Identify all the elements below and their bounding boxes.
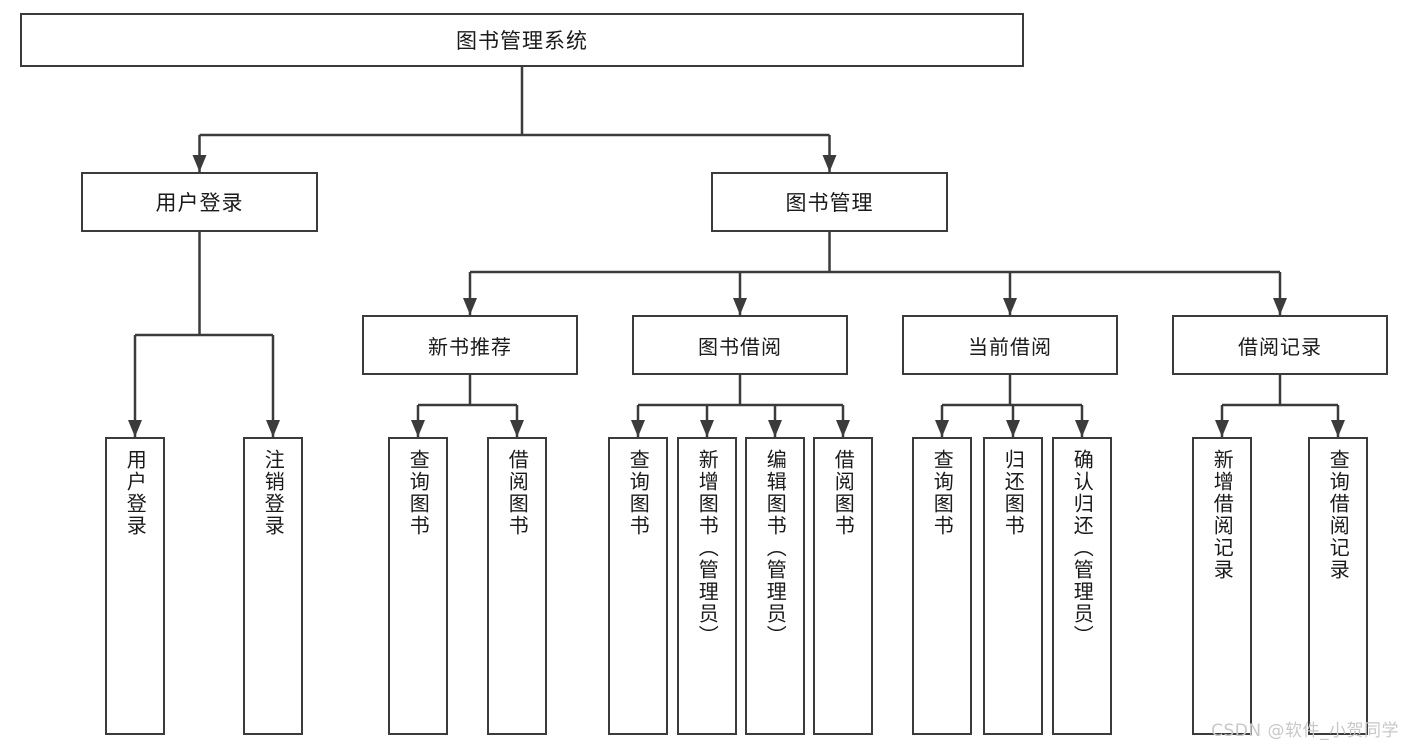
arrowhead-icon [1075, 420, 1089, 437]
arrowhead-icon [266, 420, 280, 437]
arrowhead-icon [1215, 420, 1229, 437]
arrowhead-icon [768, 420, 782, 437]
node-leaf-query3[interactable]: 查询图书 [912, 437, 972, 735]
node-leaf-logout[interactable]: 注销登录 [243, 437, 303, 735]
node-label: 图书管理系统 [456, 29, 588, 53]
node-label: 新书推荐 [428, 334, 512, 359]
arrowhead-icon [192, 155, 207, 172]
node-label: 当前借阅 [968, 334, 1052, 359]
node-leaf-query1[interactable]: 查询图书 [388, 437, 448, 735]
watermark-label: CSDN @软件_小贺同学 [1211, 721, 1399, 741]
arrowhead-icon [822, 155, 837, 172]
arrowhead-icon [733, 298, 747, 315]
node-label: 确认归还（管理员） [1070, 449, 1095, 647]
node-l2-login[interactable]: 用户登录 [81, 172, 318, 232]
arrowhead-icon [1331, 420, 1345, 437]
node-label: 新增借阅记录 [1210, 449, 1235, 581]
arrowhead-icon [1003, 298, 1017, 315]
node-label: 借阅图书 [505, 449, 530, 537]
arrowhead-icon [836, 420, 850, 437]
node-label: 查询图书 [406, 449, 431, 537]
node-l3-current[interactable]: 当前借阅 [902, 315, 1118, 375]
node-label: 用户登录 [123, 449, 148, 537]
node-label: 图书管理 [785, 191, 874, 215]
node-label: 查询借阅记录 [1326, 449, 1351, 581]
arrowhead-icon [411, 420, 425, 437]
node-l3-record[interactable]: 借阅记录 [1172, 315, 1388, 375]
arrowhead-icon [935, 420, 949, 437]
arrowhead-icon [700, 420, 714, 437]
node-label: 查询图书 [930, 449, 955, 537]
arrowhead-icon [1006, 420, 1020, 437]
node-leaf-queryrec[interactable]: 查询借阅记录 [1308, 437, 1368, 735]
node-leaf-borrow1[interactable]: 借阅图书 [487, 437, 547, 735]
node-l2-manage[interactable]: 图书管理 [711, 172, 948, 232]
node-leaf-borrow2[interactable]: 借阅图书 [813, 437, 873, 735]
node-label: 归还图书 [1001, 449, 1026, 537]
node-label: 用户登录 [155, 191, 244, 215]
node-leaf-addbook[interactable]: 新增图书（管理员） [677, 437, 737, 735]
node-label: 图书借阅 [698, 334, 782, 359]
node-label: 借阅图书 [831, 449, 856, 537]
arrowhead-icon [510, 420, 524, 437]
node-label: 查询图书 [626, 449, 651, 537]
node-root[interactable]: 图书管理系统 [20, 13, 1024, 67]
arrowhead-icon [463, 298, 477, 315]
arrowhead-icon [631, 420, 645, 437]
node-l3-newbook[interactable]: 新书推荐 [362, 315, 578, 375]
node-label: 注销登录 [261, 449, 286, 537]
node-l3-borrow[interactable]: 图书借阅 [632, 315, 848, 375]
node-leaf-editbook[interactable]: 编辑图书（管理员） [745, 437, 805, 735]
arrowhead-icon [128, 420, 142, 437]
node-leaf-return[interactable]: 归还图书 [983, 437, 1043, 735]
arrowhead-icon [1273, 298, 1287, 315]
node-leaf-query2[interactable]: 查询图书 [608, 437, 668, 735]
node-label: 借阅记录 [1238, 334, 1322, 359]
node-leaf-confirm[interactable]: 确认归还（管理员） [1052, 437, 1112, 735]
node-label: 新增图书（管理员） [695, 449, 720, 647]
node-leaf-userlogin[interactable]: 用户登录 [105, 437, 165, 735]
node-leaf-addrec[interactable]: 新增借阅记录 [1192, 437, 1252, 735]
node-label: 编辑图书（管理员） [763, 449, 788, 647]
